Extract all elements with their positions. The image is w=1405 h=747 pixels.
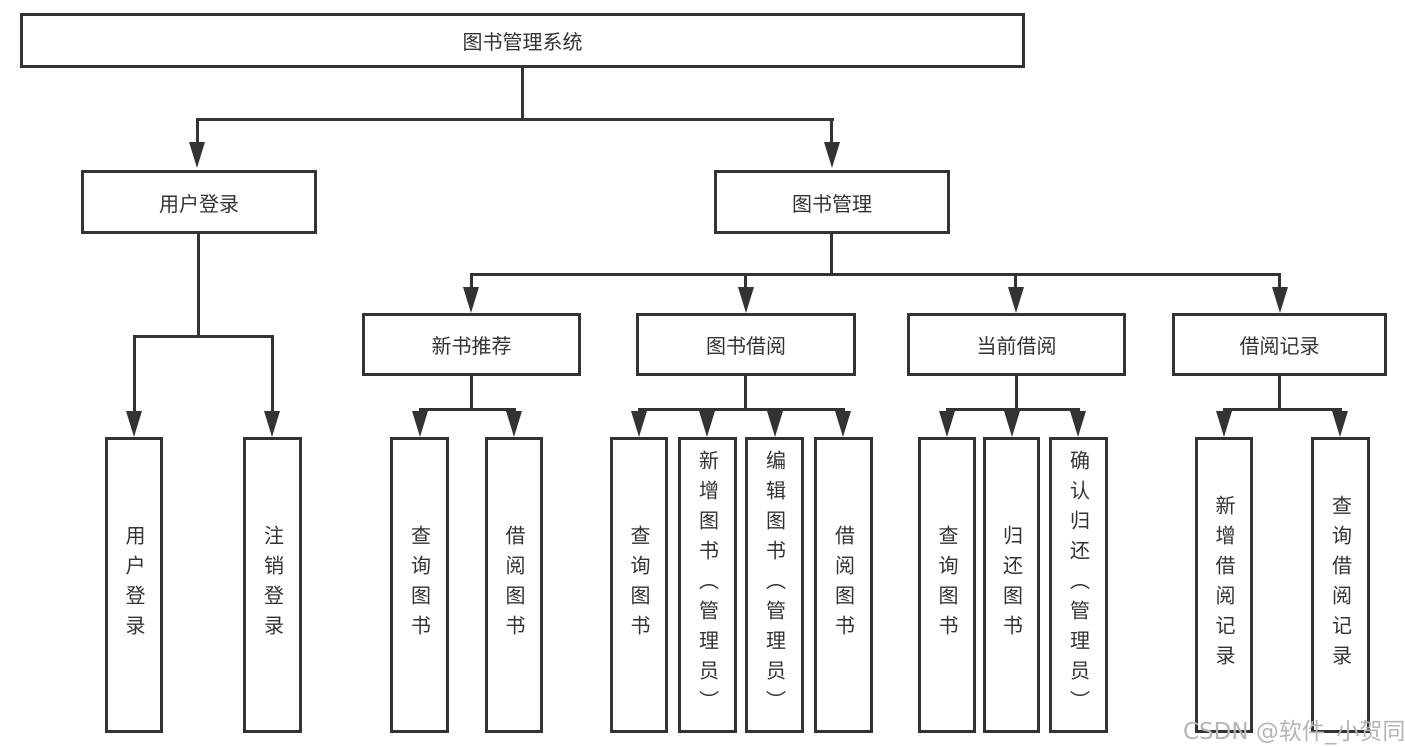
node-label: 编辑图书（管理员） [762,450,787,720]
arrow-down-icon [1004,411,1020,437]
node-label: 图书管理系统 [462,30,583,54]
connector-bar [1223,408,1342,411]
connector-stem [470,376,473,411]
node-label: 当前借阅 [976,334,1057,358]
leaf-borrow-books: 借阅图书 [485,437,543,733]
leaf-query-borrow-record: 查询借阅记录 [1311,437,1370,733]
arrow-down-icon [939,411,955,437]
arrow-down-icon [1216,411,1232,437]
leaf-edit-books-admin: 编辑图书（管理员） [745,437,804,733]
connector-drop [830,118,833,146]
arrow-down-icon [631,411,647,437]
node-library-management-system: 图书管理系统 [20,13,1025,68]
arrow-down-icon [463,287,479,313]
node-label: 查询图书 [935,525,959,645]
node-current-borrow: 当前借阅 [907,313,1126,376]
arrow-down-icon [699,411,715,437]
connector-drop [133,335,136,413]
leaf-user-login: 用户登录 [105,437,163,733]
connector-stem [744,376,747,411]
node-user-login-branch: 用户登录 [81,170,317,234]
connector-stem [197,234,200,338]
arrow-down-icon [189,142,205,168]
connector-root-stem [521,68,524,118]
leaf-add-books-admin: 新增图书（管理员） [678,437,737,733]
connector-stem [830,234,833,276]
connector-drop [744,273,747,289]
node-book-management-branch: 图书管理 [714,170,950,234]
node-label: 归还图书 [999,525,1024,645]
leaf-query-books: 查询图书 [918,437,976,733]
leaf-logout: 注销登录 [243,437,302,733]
node-label: 注销登录 [260,525,285,645]
connector-stem [1278,376,1281,411]
leaf-add-borrow-record: 新增借阅记录 [1195,437,1253,733]
arrow-down-icon [1272,287,1288,313]
leaf-return-books: 归还图书 [983,437,1040,733]
arrow-down-icon [824,142,840,168]
arrow-down-icon [767,411,783,437]
node-label: 新书推荐 [431,334,512,358]
arrow-down-icon [1070,411,1086,437]
connector-bar [638,408,845,411]
connector-stem [1015,376,1018,411]
node-label: 查询图书 [407,525,432,645]
connector-drop [271,335,274,413]
arrow-down-icon [264,411,280,437]
csdn-watermark: CSDN @软件_小贺同学 [1183,719,1405,745]
node-label: 查询借阅记录 [1328,495,1353,675]
node-label: 借阅记录 [1239,334,1320,358]
connector-drop [1014,273,1017,289]
node-label: 图书借阅 [706,334,786,358]
arrow-down-icon [1332,411,1348,437]
connector-bar [470,273,1281,276]
arrow-down-icon [126,411,142,437]
leaf-confirm-return-admin: 确认归还（管理员） [1049,437,1108,733]
connector-drop [1278,273,1281,289]
connector-bar [419,408,516,411]
connector-bar [133,335,274,338]
arrow-down-icon [506,411,522,437]
node-label: 借阅图书 [831,525,856,645]
node-borrow-records: 借阅记录 [1172,313,1387,376]
node-label: 确认归还（管理员） [1066,450,1091,720]
arrow-down-icon [412,411,428,437]
node-label: 用户登录 [159,191,239,216]
node-label: 查询图书 [627,525,651,645]
node-label: 借阅图书 [502,525,526,645]
leaf-borrow-books: 借阅图书 [814,437,873,733]
arrow-down-icon [1008,287,1024,313]
node-label: 新增借阅记录 [1212,495,1236,675]
arrow-down-icon [738,287,754,313]
node-label: 用户登录 [122,525,146,645]
node-label: 图书管理 [792,191,872,216]
leaf-query-books: 查询图书 [610,437,668,733]
node-new-book-recommend: 新书推荐 [362,313,581,376]
arrow-down-icon [835,411,851,437]
connector-drop [470,273,473,289]
node-book-borrow: 图书借阅 [636,313,856,376]
leaf-query-books: 查询图书 [390,437,449,733]
node-label: 新增图书（管理员） [695,450,720,720]
connector-drop [196,118,199,146]
connector-root-bar [196,118,834,121]
